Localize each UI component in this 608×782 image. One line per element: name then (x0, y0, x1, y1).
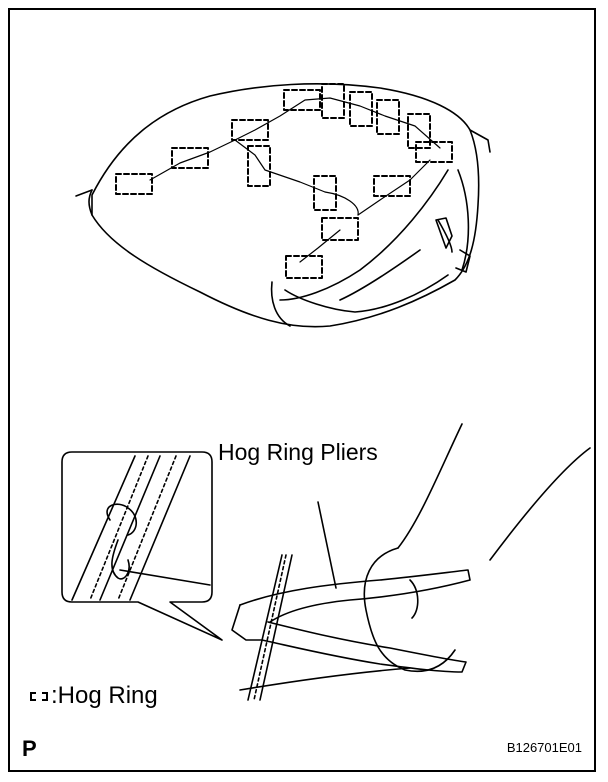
figure-code: B126701E01 (506, 740, 582, 755)
dashed-rectangle-icon (30, 691, 48, 701)
seat-cushion-drawing (75, 83, 491, 328)
hand-with-pliers (231, 423, 591, 701)
hog-ring-pliers-label: Hog Ring Pliers (218, 439, 378, 465)
legend: : Hog Ring (30, 682, 158, 710)
figure-frame (8, 8, 596, 772)
legend-label: Hog Ring (57, 682, 158, 709)
legend-separator: : (51, 682, 58, 709)
detail-callout (61, 451, 223, 641)
corner-letter: P (22, 736, 37, 761)
hog-ring-markers (115, 83, 453, 279)
